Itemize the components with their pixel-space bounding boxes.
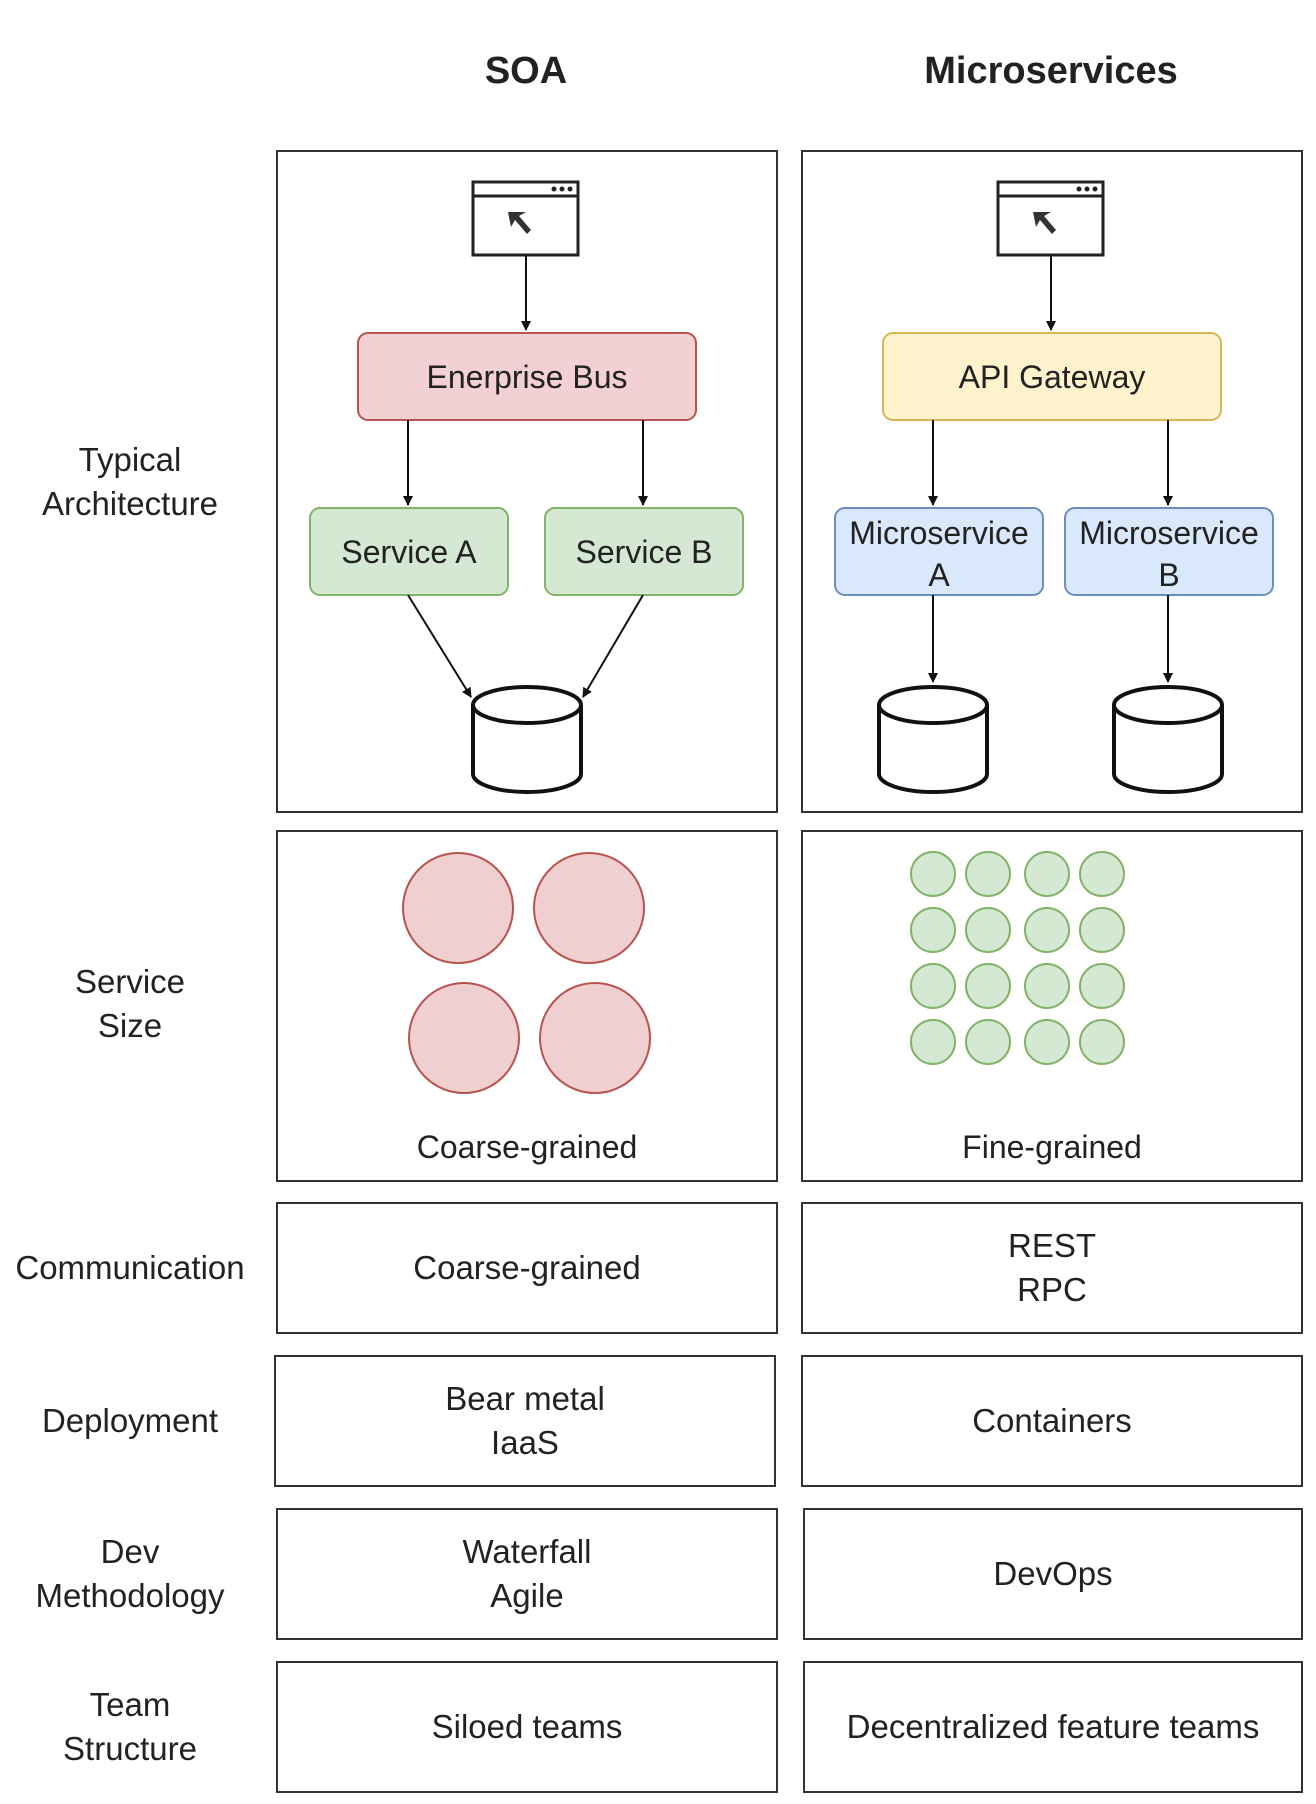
row-label-dev-methodology: Dev Methodology: [0, 1530, 260, 1618]
row-label-communication: Communication: [15, 1249, 245, 1286]
service-b-label: Service B: [576, 534, 713, 570]
row-label-team-structure: Team Structure: [0, 1683, 260, 1771]
microservices-architecture-diagram: API Gateway Microservice A Microservice …: [834, 180, 1274, 794]
soa-architecture-panel: Enerprise Bus Service A Service B: [276, 150, 778, 813]
soa-service-size-panel: Coarse-grained: [276, 830, 778, 1182]
large-service-circle: [533, 852, 645, 964]
row-label-line: Architecture: [41, 485, 219, 522]
enterprise-bus-label: Enerprise Bus: [427, 359, 628, 395]
row-label-line: Dev: [100, 1533, 160, 1570]
enterprise-bus-box: [357, 332, 697, 421]
arrow: [582, 594, 644, 698]
row-label-line: Size: [97, 1007, 163, 1044]
database-icon: [877, 685, 989, 794]
browser-window-icon: [471, 180, 580, 257]
service-a-label: Service A: [341, 534, 477, 570]
microservice-a-label-line1: Microservice: [849, 515, 1029, 551]
microservice-a-label-line2: A: [928, 557, 950, 593]
microservices-service-size-panel: Fine-grained: [801, 830, 1303, 1182]
small-service-grid: [910, 851, 1125, 1065]
small-service-circle: [1024, 963, 1070, 1009]
small-service-circle: [1024, 851, 1070, 897]
cell-text: Waterfall: [462, 1533, 592, 1570]
small-service-circle: [965, 963, 1011, 1009]
browser-window-icon: [996, 180, 1105, 257]
large-service-circle: [539, 982, 651, 1094]
microservices-service-size-diagram: Fine-grained: [910, 851, 1142, 1165]
cell-text: REST: [1007, 1227, 1096, 1264]
soa-communication-cell: Coarse-grained: [276, 1202, 778, 1334]
microservices-dev-methodology-cell: DevOps: [803, 1508, 1303, 1640]
row-label-service-size: Service Size: [0, 960, 260, 1048]
small-service-circle: [910, 851, 956, 897]
small-service-circle: [965, 907, 1011, 953]
service-b-box: [544, 507, 744, 596]
small-service-circle: [1079, 851, 1125, 897]
microservices-architecture-panel: API Gateway Microservice A Microservice …: [801, 150, 1303, 813]
row-label-deployment: Deployment: [41, 1402, 219, 1439]
small-service-circle: [910, 907, 956, 953]
microservices-communication-cell: REST RPC: [801, 1202, 1303, 1334]
cell-text: IaaS: [491, 1424, 559, 1461]
large-service-circle: [408, 982, 520, 1094]
row-label-line: Structure: [63, 1730, 197, 1767]
soa-header: SOA: [484, 50, 568, 92]
cell-text: Decentralized feature teams: [846, 1708, 1260, 1745]
microservice-a-box: [834, 507, 1044, 596]
microservices-header: Microservices: [924, 50, 1178, 92]
database-icon: [1112, 685, 1224, 794]
soa-service-size-caption: Coarse-grained: [417, 1129, 638, 1165]
soa-architecture-diagram: Enerprise Bus Service A Service B: [309, 180, 744, 794]
small-service-circle: [1024, 1019, 1070, 1065]
large-service-circle: [402, 852, 514, 964]
microservice-b-label-line2: B: [1158, 557, 1179, 593]
small-service-circle: [910, 1019, 956, 1065]
row-label-line: Methodology: [35, 1577, 225, 1614]
microservices-deployment-cell: Containers: [801, 1355, 1303, 1487]
cell-text: DevOps: [993, 1555, 1113, 1592]
arrow: [407, 594, 472, 698]
cell-text: Siloed teams: [431, 1708, 623, 1745]
small-service-circle: [965, 851, 1011, 897]
small-service-circle: [910, 963, 956, 1009]
cell-text: Bear metal: [445, 1380, 605, 1417]
microservice-b-label-line1: Microservice: [1079, 515, 1259, 551]
small-service-circle: [1079, 963, 1125, 1009]
soa-team-structure-cell: Siloed teams: [276, 1661, 778, 1793]
cell-text: Containers: [972, 1402, 1132, 1439]
row-label-line: Team: [89, 1686, 171, 1723]
soa-deployment-cell: Bear metal IaaS: [274, 1355, 776, 1487]
cell-text: Coarse-grained: [413, 1249, 641, 1286]
small-service-circle: [965, 1019, 1011, 1065]
api-gateway-box: [882, 332, 1222, 421]
cell-text: Agile: [490, 1577, 564, 1614]
small-service-circle: [1079, 1019, 1125, 1065]
api-gateway-label: API Gateway: [959, 359, 1146, 395]
small-service-circle: [1079, 907, 1125, 953]
database-icon: [471, 685, 583, 794]
row-label-line: Typical: [78, 441, 182, 478]
cell-text: RPC: [1017, 1271, 1087, 1308]
microservices-service-size-caption: Fine-grained: [962, 1129, 1142, 1165]
row-label-line: Service: [74, 963, 186, 1000]
row-label-architecture: Typical Architecture: [0, 438, 260, 526]
small-service-circle: [1024, 907, 1070, 953]
soa-dev-methodology-cell: Waterfall Agile: [276, 1508, 778, 1640]
soa-service-size-diagram: Coarse-grained: [402, 852, 651, 1165]
microservices-team-structure-cell: Decentralized feature teams: [803, 1661, 1303, 1793]
